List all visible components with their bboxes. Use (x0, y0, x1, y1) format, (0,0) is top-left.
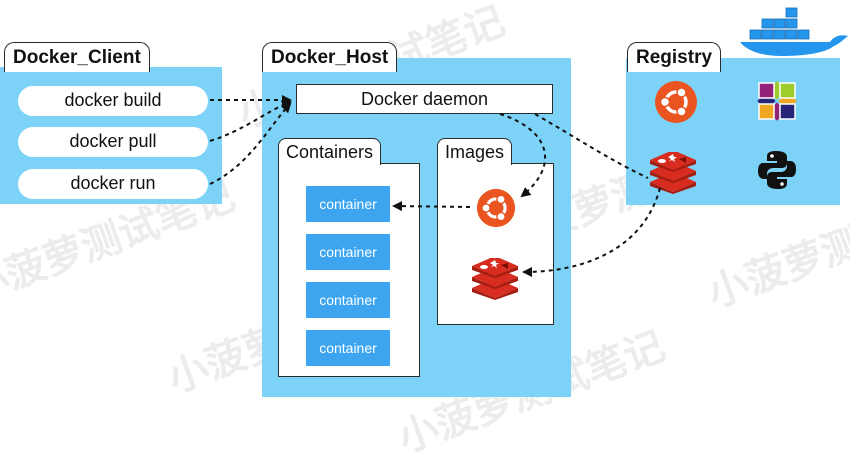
client-title: Docker_Client (4, 42, 150, 72)
python-icon[interactable] (758, 150, 796, 190)
container-item[interactable]: container (306, 330, 390, 366)
arrow-daemon-to-registry (534, 113, 649, 179)
arrow-daemon-to-ubuntu-image (499, 113, 547, 198)
registry-title: Registry (627, 42, 722, 72)
arrows-overlay (209, 95, 661, 277)
ubuntu-icon[interactable] (654, 80, 698, 124)
docker-daemon[interactable]: Docker daemon (296, 84, 553, 114)
cmd-docker-pull[interactable]: docker pull (18, 127, 208, 157)
arrow-registry-to-redis-image (522, 187, 661, 277)
centos-icon[interactable] (754, 78, 800, 124)
containers-label: Containers (278, 138, 382, 165)
container-item[interactable]: container (306, 234, 390, 270)
cmd-docker-run[interactable]: docker run (18, 169, 208, 199)
host-title: Docker_Host (262, 42, 398, 72)
cmd-docker-build[interactable]: docker build (18, 86, 208, 116)
arrow-run-to-daemon (209, 102, 292, 185)
container-item[interactable]: container (306, 186, 390, 222)
arrow-ubuntu-image-to-container (392, 201, 471, 212)
images-label: Images (437, 138, 513, 165)
docker-whale-icon (740, 7, 848, 56)
arrow-pull-to-daemon (209, 100, 292, 142)
redis-image-icon[interactable] (470, 258, 520, 300)
container-item[interactable]: container (306, 282, 390, 318)
ubuntu-image-icon[interactable] (476, 188, 516, 228)
